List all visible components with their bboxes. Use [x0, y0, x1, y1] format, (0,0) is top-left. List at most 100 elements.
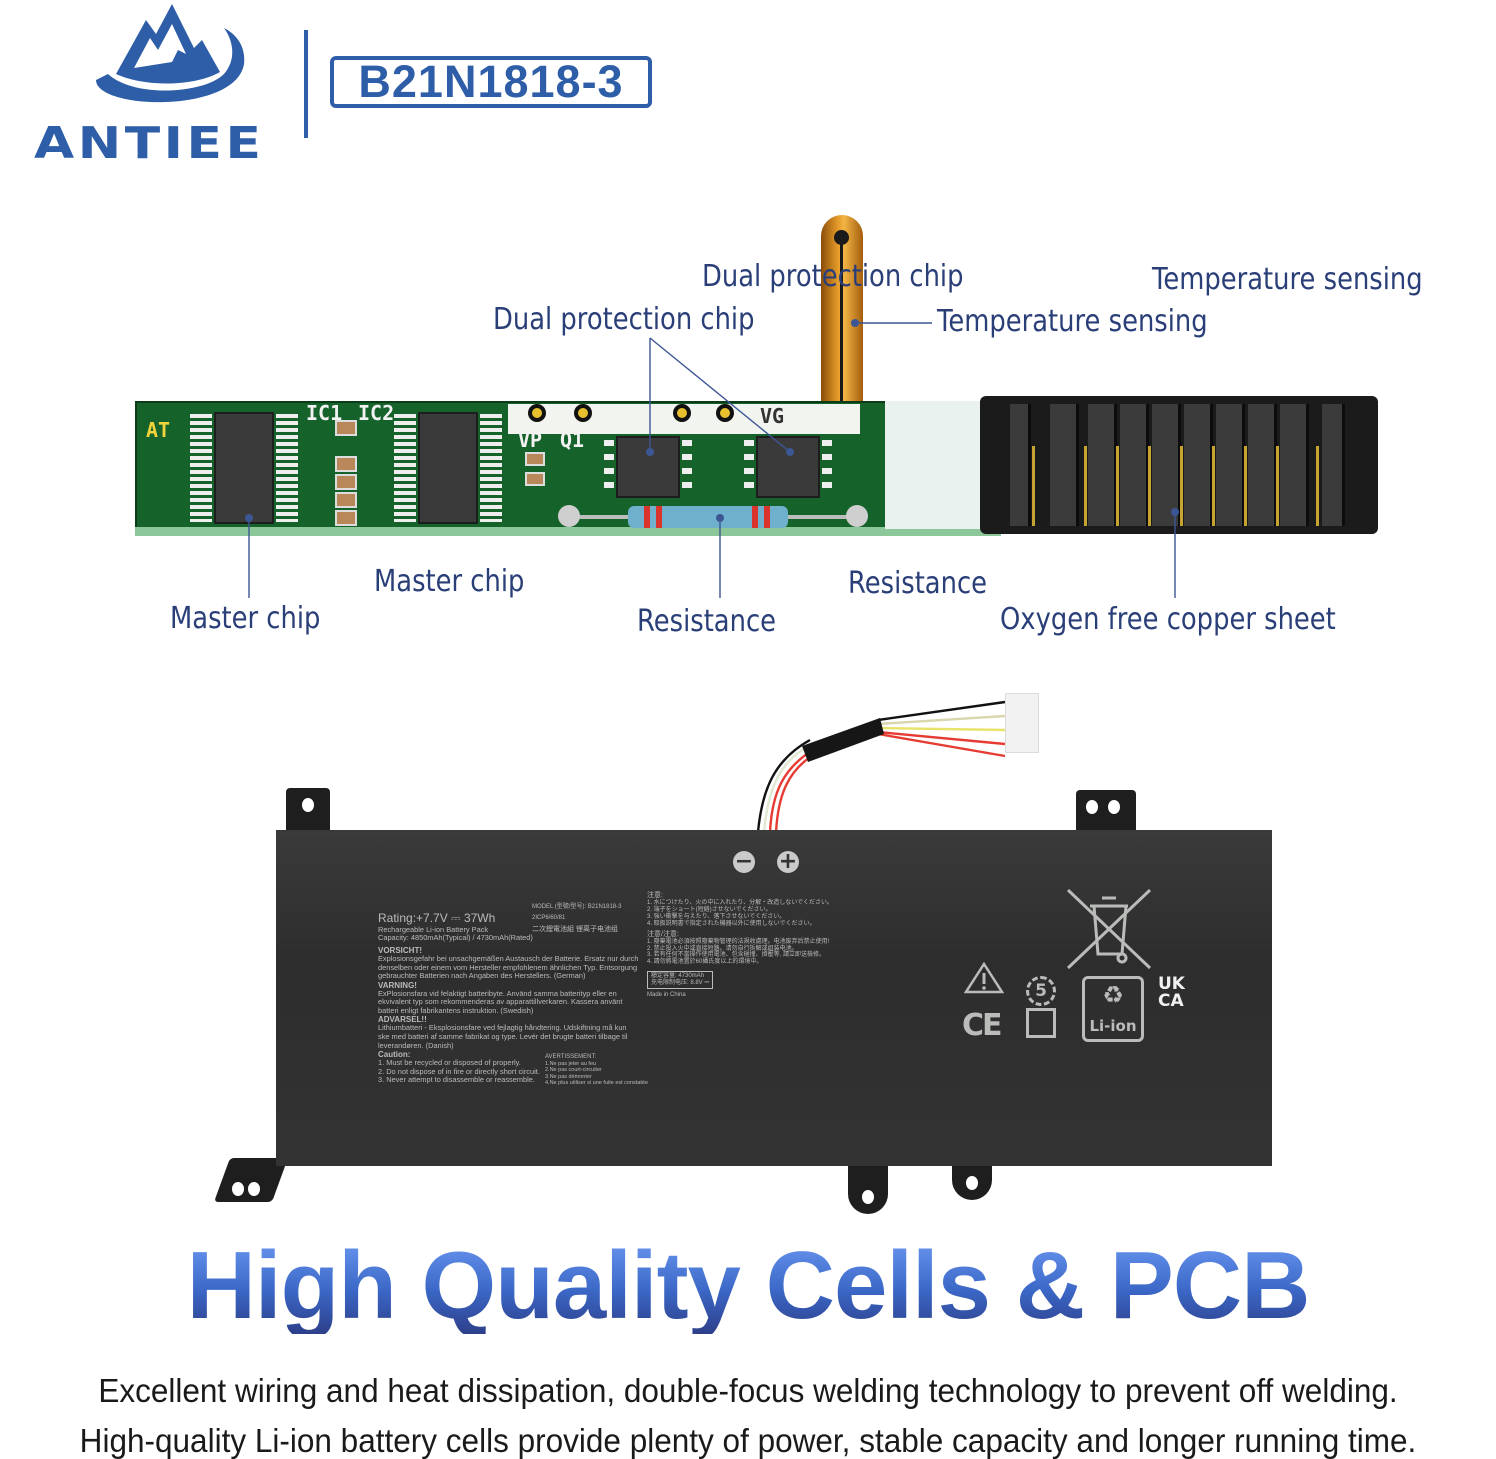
warning-heading: VARNING!	[378, 980, 417, 990]
copper-contact	[1276, 446, 1279, 526]
copper-contact	[1148, 446, 1151, 526]
pcb-edge	[135, 527, 1001, 536]
header-divider	[304, 30, 308, 138]
master-chip-1	[190, 412, 300, 524]
jp-heading: 注意:	[647, 892, 663, 899]
master-chip-2	[394, 412, 504, 524]
leader-dot	[716, 514, 724, 522]
description-line-2: High-quality Li-ion battery cells provid…	[79, 1422, 1417, 1459]
leader-dot	[245, 514, 253, 522]
headline: High Quality Cells & PCB	[0, 1238, 1496, 1334]
mounting-tab	[286, 788, 330, 836]
cable-connector-plug	[1005, 693, 1039, 753]
connector-slot	[1088, 404, 1117, 526]
solder-pad	[528, 404, 546, 422]
connector-slot	[1322, 404, 1345, 526]
chip-pins-left	[190, 414, 212, 522]
callout-oxygen-free-copper-sheet: Oxygen free copper sheet	[1000, 602, 1336, 637]
cable-wire	[762, 742, 813, 833]
caution-heading: Caution:	[378, 1050, 411, 1060]
cn-item: 4. 請勿將電池置於60攝氏度以上的環境中。	[647, 959, 763, 966]
callout-temperature-sensing: Temperature sensing	[937, 304, 1208, 339]
rated-spec-box: 額定容量: 4730mAh 充电限制电压: 8.8V ⎓	[647, 971, 714, 989]
mounting-tab	[1076, 790, 1136, 836]
caution-item: 2. Do not dispose of in fire or directly…	[378, 1066, 540, 1076]
cn-item: 2. 禁止投入火中或直接短路。请勿自行拆解或组装电池。	[647, 945, 798, 952]
battery-pack-type: Rechargeable Li-ion Battery Pack	[378, 924, 489, 934]
solder-pad	[673, 404, 691, 422]
mounting-hole	[966, 1176, 978, 1190]
caution-item: 1. Must be recycled or disposed of prope…	[378, 1058, 521, 1068]
model-number: B21N1818-3	[358, 56, 624, 107]
callout-resistance: Resistance	[848, 566, 988, 601]
battery-label-model: MODEL (型號/型号): B21N1818-3 2ICP6/60/81 二次…	[532, 904, 642, 934]
copper-contact	[1316, 446, 1319, 526]
mounting-hole	[862, 1190, 874, 1204]
jp-item: 4. 取扱説明書で指定された機器以外に使用しないでください。	[647, 920, 816, 927]
charge-voltage: 充电限制电压: 8.8V ⎓	[651, 980, 710, 987]
copper-contact	[1084, 446, 1087, 526]
chip-body	[418, 412, 478, 524]
resistor-solder	[558, 505, 580, 527]
silk-ic2: IC2	[358, 401, 395, 425]
leader-dot	[851, 319, 859, 327]
protection-chip-2	[756, 436, 820, 498]
cable-wire	[877, 700, 1006, 722]
silk-vp: VP	[518, 428, 543, 452]
cn-item: 3. 若有任何不當操作使用電池、包含碰撞、擠壓等, 請立即送檢修。	[647, 952, 826, 959]
current-sense-resistor	[628, 506, 788, 528]
chip-pins	[744, 440, 754, 494]
warning-body: Explosionsgefahr bei unsachgemäßen Austa…	[378, 954, 639, 981]
callout-dual-protection-chip: Dual protection chip	[493, 302, 755, 337]
mountain-logo-icon	[96, 4, 245, 103]
chip-pins	[604, 440, 614, 494]
description-line-1: Excellent wiring and heat dissipation, d…	[98, 1372, 1398, 1409]
brand-name: ANTIEE	[34, 118, 265, 169]
jp-item: 2. 端子をショート(短絡)させないでください。	[647, 906, 772, 913]
cn-item: 1. 廢棄電池必須按照廢棄物管理的法規收處理。电池废弃后禁止使用!	[647, 938, 830, 945]
mounting-hole	[302, 798, 314, 812]
flex-probe	[834, 230, 849, 245]
battery-label-en: Rating:+7.7V ⎓ 37Wh Rechargeable Li-ion …	[378, 911, 640, 1085]
positive-terminal-icon: +	[777, 849, 799, 874]
mounting-hole	[232, 1182, 244, 1196]
recycle-arrows-icon: ♻	[1102, 981, 1124, 1009]
smd-capacitor	[335, 420, 357, 436]
cable-wire	[877, 714, 1006, 726]
mounting-tab	[952, 1160, 992, 1200]
cable-wire	[877, 726, 1006, 732]
callout-leaders	[245, 319, 1179, 598]
mounting-hole	[248, 1182, 260, 1196]
smd-capacitor	[335, 474, 357, 490]
battery-cell-code: 2ICP6/60/81	[532, 914, 566, 921]
avertissement-item: 3.Ne pas démonter	[545, 1073, 592, 1080]
leader-line	[649, 337, 791, 453]
chip-pins-left	[394, 414, 416, 522]
smd-capacitor	[525, 452, 545, 466]
connector-slot	[1010, 404, 1031, 526]
mounting-tab	[848, 1160, 888, 1214]
avertissement-heading: AVERTISSEMENT:	[545, 1054, 597, 1060]
connector-slot	[1050, 404, 1079, 526]
model-badge: B21N1818-3	[330, 56, 652, 108]
smd-capacitor	[335, 510, 357, 526]
connector-slot	[1280, 404, 1309, 526]
ukca-line-1: UK	[1158, 974, 1185, 994]
copper-contact	[1116, 446, 1119, 526]
connector-slot	[1184, 404, 1213, 526]
silk-vg: VG	[760, 404, 785, 428]
leader-dot	[1171, 508, 1179, 516]
callout-resistance: Resistance	[637, 604, 777, 639]
copper-contact	[1032, 446, 1035, 526]
warning-heading: VORSICHT!	[378, 945, 422, 955]
jp-item: 1. 水につけたり、火の中に入れたり、分解・改造しないでください。	[647, 900, 834, 907]
chip-pins	[822, 440, 832, 494]
chip-pins	[682, 440, 692, 494]
avertissement-block: AVERTISSEMENT: 1.Ne pas jeter au feu 2.N…	[545, 1054, 648, 1086]
cn-heading: 注意/注意:	[647, 930, 679, 938]
cable-wire	[877, 732, 1006, 758]
leader-dot	[786, 448, 794, 456]
crossed-bin-icon	[1066, 888, 1152, 970]
ukca-mark-icon: UK CA	[1158, 976, 1185, 1010]
silk-q1: Q1	[560, 428, 585, 452]
